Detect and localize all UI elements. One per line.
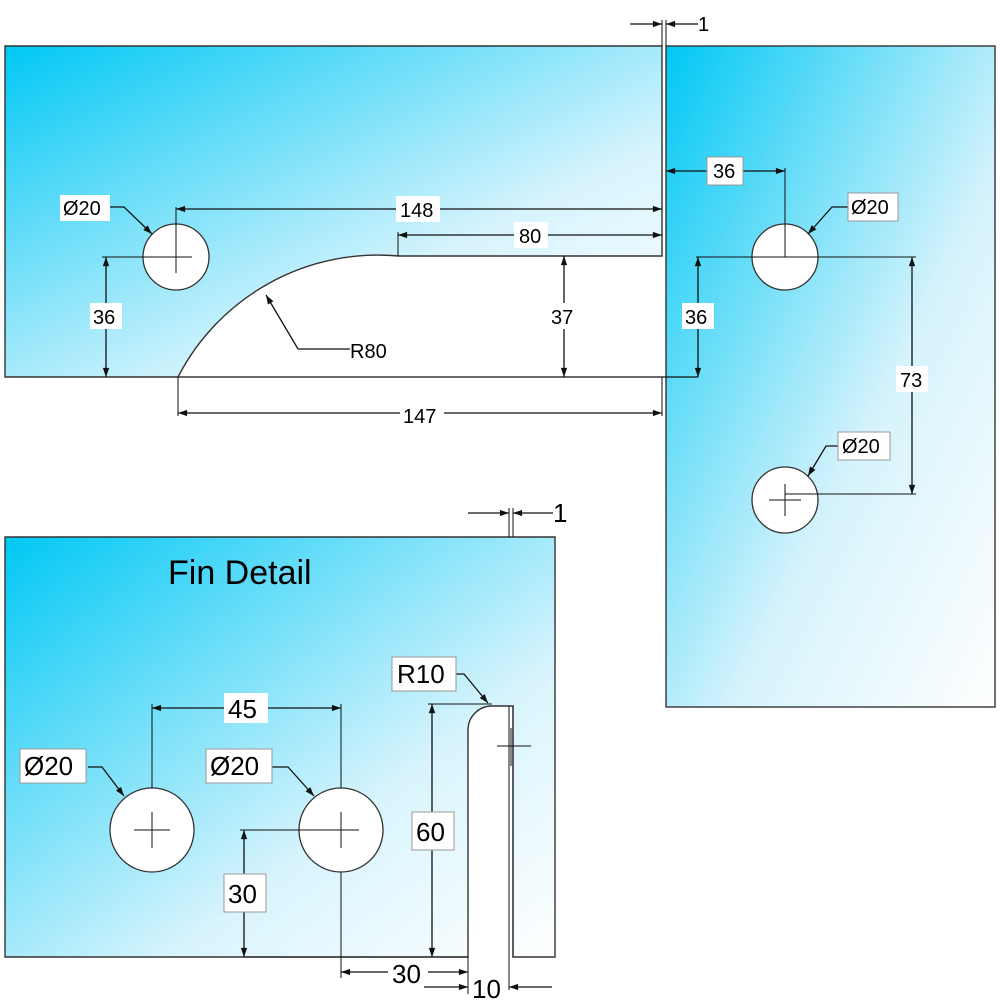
fin-dim-30-vertical: 30 <box>223 829 468 958</box>
hole-left-diameter: Ø20 <box>63 198 101 220</box>
fin-dim-30-vertical-label: 30 <box>228 879 257 909</box>
fin-gap-label: 1 <box>553 498 567 528</box>
dim-148-label: 148 <box>400 200 433 222</box>
fin-leader-hole-right: Ø20 <box>205 748 315 797</box>
gap-label: 1 <box>698 14 709 36</box>
fin-radius-r10: R10 <box>397 659 445 689</box>
fin-detail: Fin Detail 1 45 <box>4 498 567 1000</box>
dim-80: 80 <box>397 222 662 256</box>
fin-dim-60-label: 60 <box>416 817 445 847</box>
dim-73: 73 <box>785 256 928 495</box>
dim-36-horizontal: 36 <box>666 156 786 257</box>
fin-dim-45-label: 45 <box>228 694 257 724</box>
dim-36-left-label: 36 <box>93 307 115 329</box>
dim-gap-top: 1 <box>630 14 709 46</box>
fin-detail-title: Fin Detail <box>168 554 312 592</box>
leader-r80: R80 <box>265 294 387 363</box>
fin-leader-r10: R10 <box>391 656 489 704</box>
fin-hole-left <box>109 787 195 873</box>
dim-37-label: 37 <box>551 307 573 329</box>
hole-right-bottom-diameter: Ø20 <box>842 436 880 458</box>
radius-r80: R80 <box>350 341 387 363</box>
fin-dim-45: 45 <box>151 693 342 788</box>
fin-leader-hole-left: Ø20 <box>19 748 125 797</box>
hole-right-bottom <box>751 466 819 534</box>
dim-147: 147 <box>177 377 663 428</box>
dim-37: 37 <box>548 255 580 378</box>
fin-dim-10-label: 10 <box>472 974 501 1000</box>
hole-right-top-diameter: Ø20 <box>851 197 889 219</box>
dim-80-label: 80 <box>519 226 541 248</box>
dim-36-left: 36 <box>90 256 176 378</box>
dim-147-label: 147 <box>403 406 436 428</box>
fin-hole-left-diameter: Ø20 <box>24 751 73 781</box>
fin-dim-30-horizontal-label: 30 <box>392 959 421 989</box>
dim-36-right: 36 <box>178 256 785 378</box>
dim-73-label: 73 <box>900 370 922 392</box>
fin-dim-gap: 1 <box>468 498 567 537</box>
dim-36-horizontal-label: 36 <box>713 161 735 183</box>
leader-hole-right-bottom: Ø20 <box>807 431 891 477</box>
fin-hole-right-diameter: Ø20 <box>210 751 259 781</box>
fin-dim-60: 60 <box>411 703 492 957</box>
leader-hole-right-top: Ø20 <box>807 192 899 235</box>
top-assembly: 1 148 80 Ø20 36 <box>4 14 996 708</box>
dim-36-right-label: 36 <box>685 307 707 329</box>
dim-148: 148 <box>175 196 662 257</box>
fin-glass-panel <box>4 536 556 958</box>
fin-dim-10: 10 <box>424 957 552 1000</box>
right-glass-panel <box>665 45 996 708</box>
leader-hole-left: Ø20 <box>60 195 153 235</box>
